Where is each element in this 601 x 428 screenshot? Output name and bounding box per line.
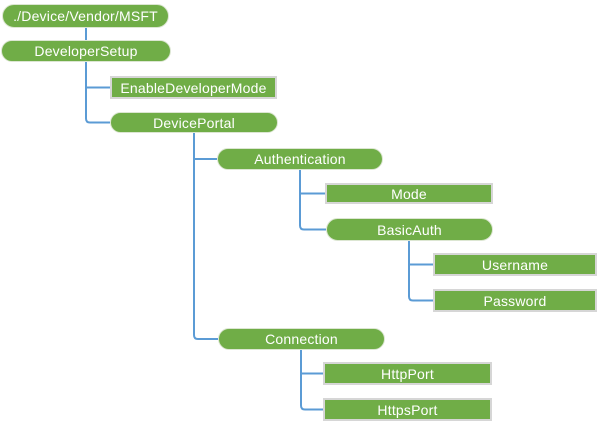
node-mode: Mode <box>325 183 493 204</box>
node-username: Username <box>433 253 597 276</box>
node-httpport: HttpPort <box>323 362 492 385</box>
node-enabledevelopermode: EnableDeveloperMode <box>110 76 277 99</box>
node-password: Password <box>433 289 597 312</box>
connector-authentication-basicauth <box>299 170 326 231</box>
node-authentication: Authentication <box>217 148 383 170</box>
connector-deviceportal-connection <box>193 133 218 340</box>
node-deviceportal: DevicePortal <box>110 112 278 133</box>
node-root: ./Device/Vendor/MSFT <box>2 4 169 28</box>
connector-connection-httpsport <box>300 350 323 411</box>
node-developersetup: DeveloperSetup <box>1 40 171 62</box>
node-basicauth: BasicAuth <box>326 218 493 241</box>
node-connection: Connection <box>218 328 385 350</box>
connector-developersetup-deviceportal <box>85 62 110 124</box>
node-httpsport: HttpsPort <box>323 398 492 421</box>
connector-basicauth-password <box>408 241 433 302</box>
